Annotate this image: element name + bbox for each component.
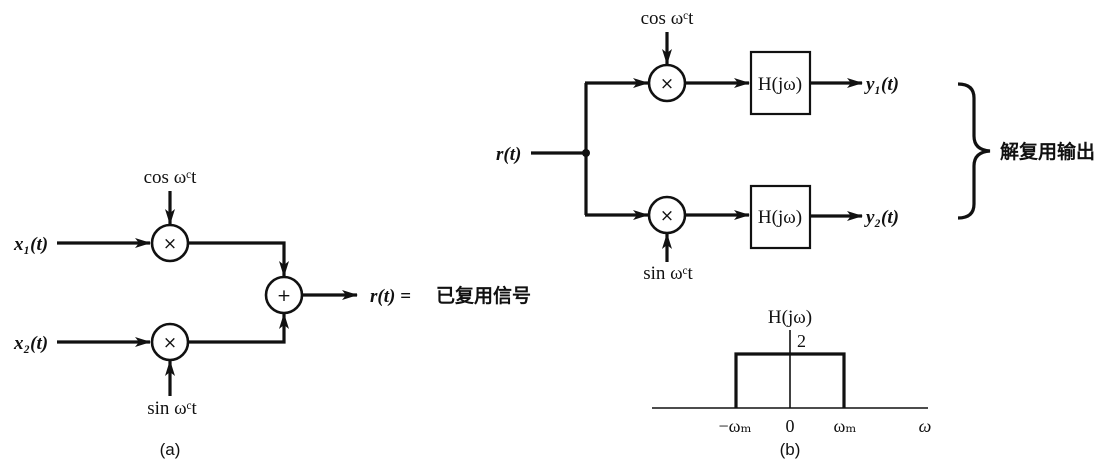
filter-passband-line	[734, 352, 846, 408]
filter-label-top: H(jω)	[758, 74, 802, 95]
mult2-to-adder-line	[188, 313, 289, 344]
cos-carrier-label-a: cos ωᶜt	[144, 167, 197, 188]
sin-carrier-label-b: sin ωᶜt	[643, 263, 693, 284]
tick-label-neg-omega-m: −ωₘ	[718, 416, 751, 436]
demux-output-text: 解复用输出	[1000, 140, 1095, 163]
caption-a: (a)	[160, 440, 181, 459]
plus-icon: +	[277, 286, 291, 306]
gain-label: 2	[797, 331, 806, 351]
x2-input-label: x₂(t)	[13, 333, 48, 354]
multiplexed-output-label: r(t) =	[370, 286, 411, 307]
chart-title: H(jω)	[768, 307, 812, 328]
x-axis-label: ω	[919, 416, 932, 436]
r-input-label: r(t)	[496, 144, 521, 165]
multiply-icon: ×	[163, 234, 177, 254]
filter-label-bottom: H(jω)	[758, 207, 802, 228]
filter-response-chart: H(jω) 2 −ωₘ 0 ωₘ ω	[652, 307, 931, 436]
figure-b-demodulator: r(t) cos ωᶜt × H(jω) y₁(t) × sin ωᶜt H(j…	[496, 8, 1095, 459]
filter-box-bottom	[749, 184, 812, 250]
multiply-icon: ×	[660, 206, 674, 226]
x1-input-label: x₁(t)	[13, 234, 48, 255]
tick-label-omega-m: ωₘ	[834, 416, 857, 436]
multiplexed-signal-text: 已复用信号	[436, 284, 531, 307]
sin-carrier-label-a: sin ωᶜt	[147, 398, 197, 419]
multiply-icon: ×	[163, 333, 177, 353]
tick-label-zero: 0	[786, 416, 795, 436]
filter-box-top	[749, 50, 812, 116]
cos-carrier-label-b: cos ωᶜt	[641, 8, 694, 29]
y1-output-label: y₁(t)	[864, 74, 899, 95]
mult1-to-adder-line	[188, 241, 289, 277]
multiply-icon: ×	[660, 74, 674, 94]
right-brace	[957, 82, 991, 220]
figure-a-modulator: x₁(t) cos ωᶜt × x₂(t) × sin ωᶜt + r(t) =…	[13, 167, 531, 459]
y2-output-label: y₂(t)	[864, 207, 899, 228]
caption-b: (b)	[780, 440, 801, 459]
